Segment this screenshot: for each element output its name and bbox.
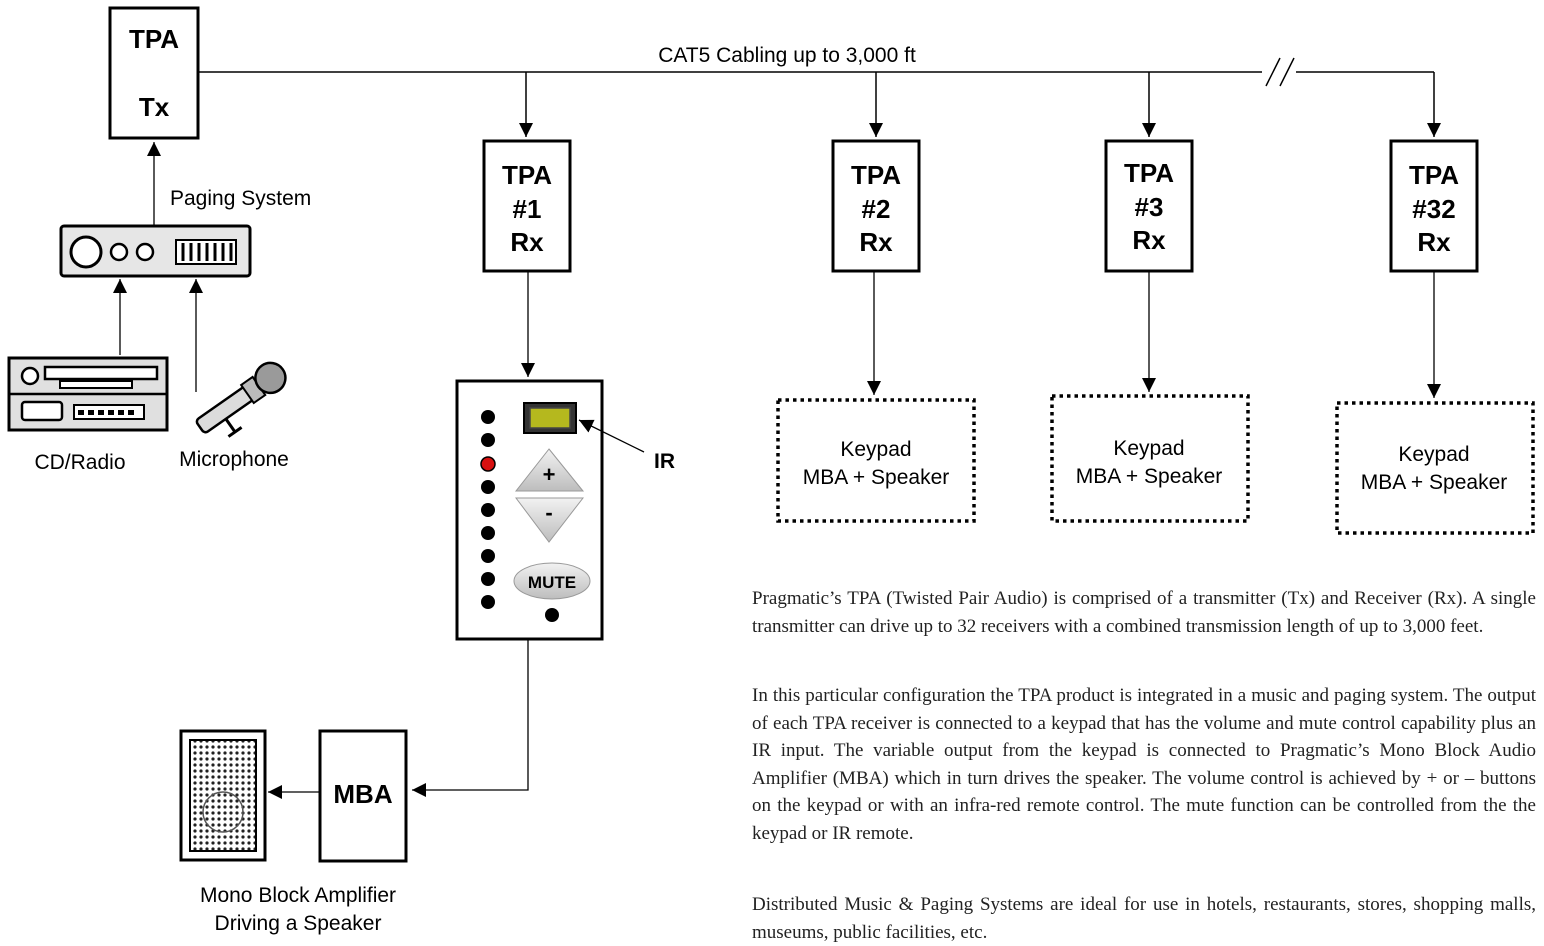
break-mark bbox=[1265, 57, 1281, 87]
keypad-subtitle: MBA + Speaker bbox=[1361, 471, 1508, 494]
knob-small bbox=[135, 242, 155, 262]
led bbox=[481, 433, 495, 447]
led bbox=[481, 503, 495, 517]
mono-block-caption-line1: Mono Block Amplifier bbox=[200, 884, 396, 907]
receiver-number: #3 bbox=[1135, 192, 1164, 222]
description-paragraph: Pragmatic’s TPA (Twisted Pair Audio) is … bbox=[752, 588, 1536, 637]
led bbox=[481, 526, 495, 540]
ir-pointer bbox=[578, 419, 645, 453]
keypad-to-mba-line bbox=[412, 639, 529, 797]
keypad-subtitle: MBA + Speaker bbox=[803, 466, 950, 489]
cd-radio-unit bbox=[7, 356, 169, 432]
ir-sensor bbox=[523, 402, 577, 434]
tpa-receiver-2-box: TPA #2 Rx bbox=[831, 139, 921, 273]
led bbox=[481, 572, 495, 586]
bus-drops bbox=[519, 72, 1441, 137]
receiver-number: #2 bbox=[862, 194, 891, 224]
mute-led bbox=[545, 608, 559, 622]
paging-system-label: Paging System bbox=[170, 187, 311, 210]
ir-label: IR bbox=[654, 450, 675, 473]
receiver-number: #1 bbox=[513, 194, 542, 224]
receiver-number: #32 bbox=[1412, 194, 1455, 224]
tx-label: Tx bbox=[139, 92, 170, 122]
receiver-title: TPA bbox=[1409, 160, 1459, 190]
description-paragraph: In this particular configuration the TPA… bbox=[752, 685, 1536, 844]
receiver-label: Rx bbox=[1132, 225, 1166, 255]
mono-block-caption-line2: Driving a Speaker bbox=[215, 912, 382, 935]
tpa-receiver-1-box: TPA #1 Rx bbox=[482, 139, 572, 273]
paging-system-unit bbox=[59, 224, 252, 278]
receiver-label: Rx bbox=[1417, 227, 1451, 257]
mba-label: MBA bbox=[333, 779, 392, 809]
volume-up-button: + bbox=[514, 448, 585, 492]
microphone-icon bbox=[195, 361, 287, 438]
minus-symbol: - bbox=[545, 500, 552, 525]
tx-title: TPA bbox=[129, 24, 179, 54]
tpa-receiver-32-box: TPA #32 Rx bbox=[1389, 139, 1479, 273]
led bbox=[481, 480, 495, 494]
receiver-title: TPA bbox=[851, 160, 901, 190]
cat5-bus: CAT5 Cabling up to 3,000 ft bbox=[198, 44, 1434, 87]
speaker-icon bbox=[179, 729, 267, 862]
knob-small bbox=[109, 242, 129, 262]
microphone-label: Microphone bbox=[179, 448, 289, 471]
led-column bbox=[480, 410, 496, 609]
volume-down-button: - bbox=[515, 497, 585, 543]
mba-box: MBA bbox=[318, 729, 408, 863]
receiver-label: Rx bbox=[510, 227, 544, 257]
receiver-outputs bbox=[521, 271, 1441, 398]
cd-radio-label: CD/Radio bbox=[34, 451, 125, 474]
keypad-device: + - MUTE bbox=[455, 379, 604, 641]
led bbox=[481, 549, 495, 563]
keypad-box-3: Keypad MBA + Speaker bbox=[1050, 394, 1250, 523]
keypad-title: Keypad bbox=[840, 438, 911, 461]
keypad-box-32: Keypad MBA + Speaker bbox=[1335, 401, 1535, 535]
keypad-subtitle: MBA + Speaker bbox=[1076, 465, 1223, 488]
knob-large bbox=[69, 235, 103, 269]
tpa-transmitter-box: TPA Tx bbox=[108, 6, 200, 140]
led bbox=[481, 410, 495, 424]
led bbox=[481, 595, 495, 609]
keypad-title: Keypad bbox=[1113, 437, 1184, 460]
receiver-label: Rx bbox=[859, 227, 893, 257]
receiver-title: TPA bbox=[502, 160, 552, 190]
keypad-title: Keypad bbox=[1398, 443, 1469, 466]
break-mark bbox=[1279, 57, 1295, 87]
plus-symbol: + bbox=[543, 462, 556, 487]
tpa-receiver-3-box: TPA #3 Rx bbox=[1104, 139, 1194, 273]
cabling-label: CAT5 Cabling up to 3,000 ft bbox=[658, 44, 916, 67]
keypad-box-2: Keypad MBA + Speaker bbox=[776, 398, 976, 523]
receiver-title: TPA bbox=[1124, 158, 1174, 188]
description-paragraph: Distributed Music & Paging Systems are i… bbox=[752, 894, 1536, 943]
mute-button: MUTE bbox=[513, 562, 591, 600]
led-active bbox=[480, 456, 496, 472]
mute-label: MUTE bbox=[528, 573, 576, 592]
